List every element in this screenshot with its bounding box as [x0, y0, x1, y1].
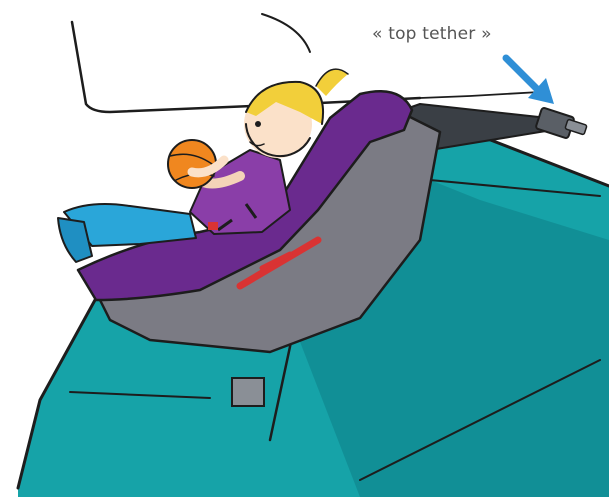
top-tether-label: « top tether »	[372, 24, 492, 44]
tether-anchor-icon	[535, 107, 587, 138]
seat-latch-icon	[232, 378, 264, 406]
arrow-down-right-icon	[506, 58, 554, 104]
